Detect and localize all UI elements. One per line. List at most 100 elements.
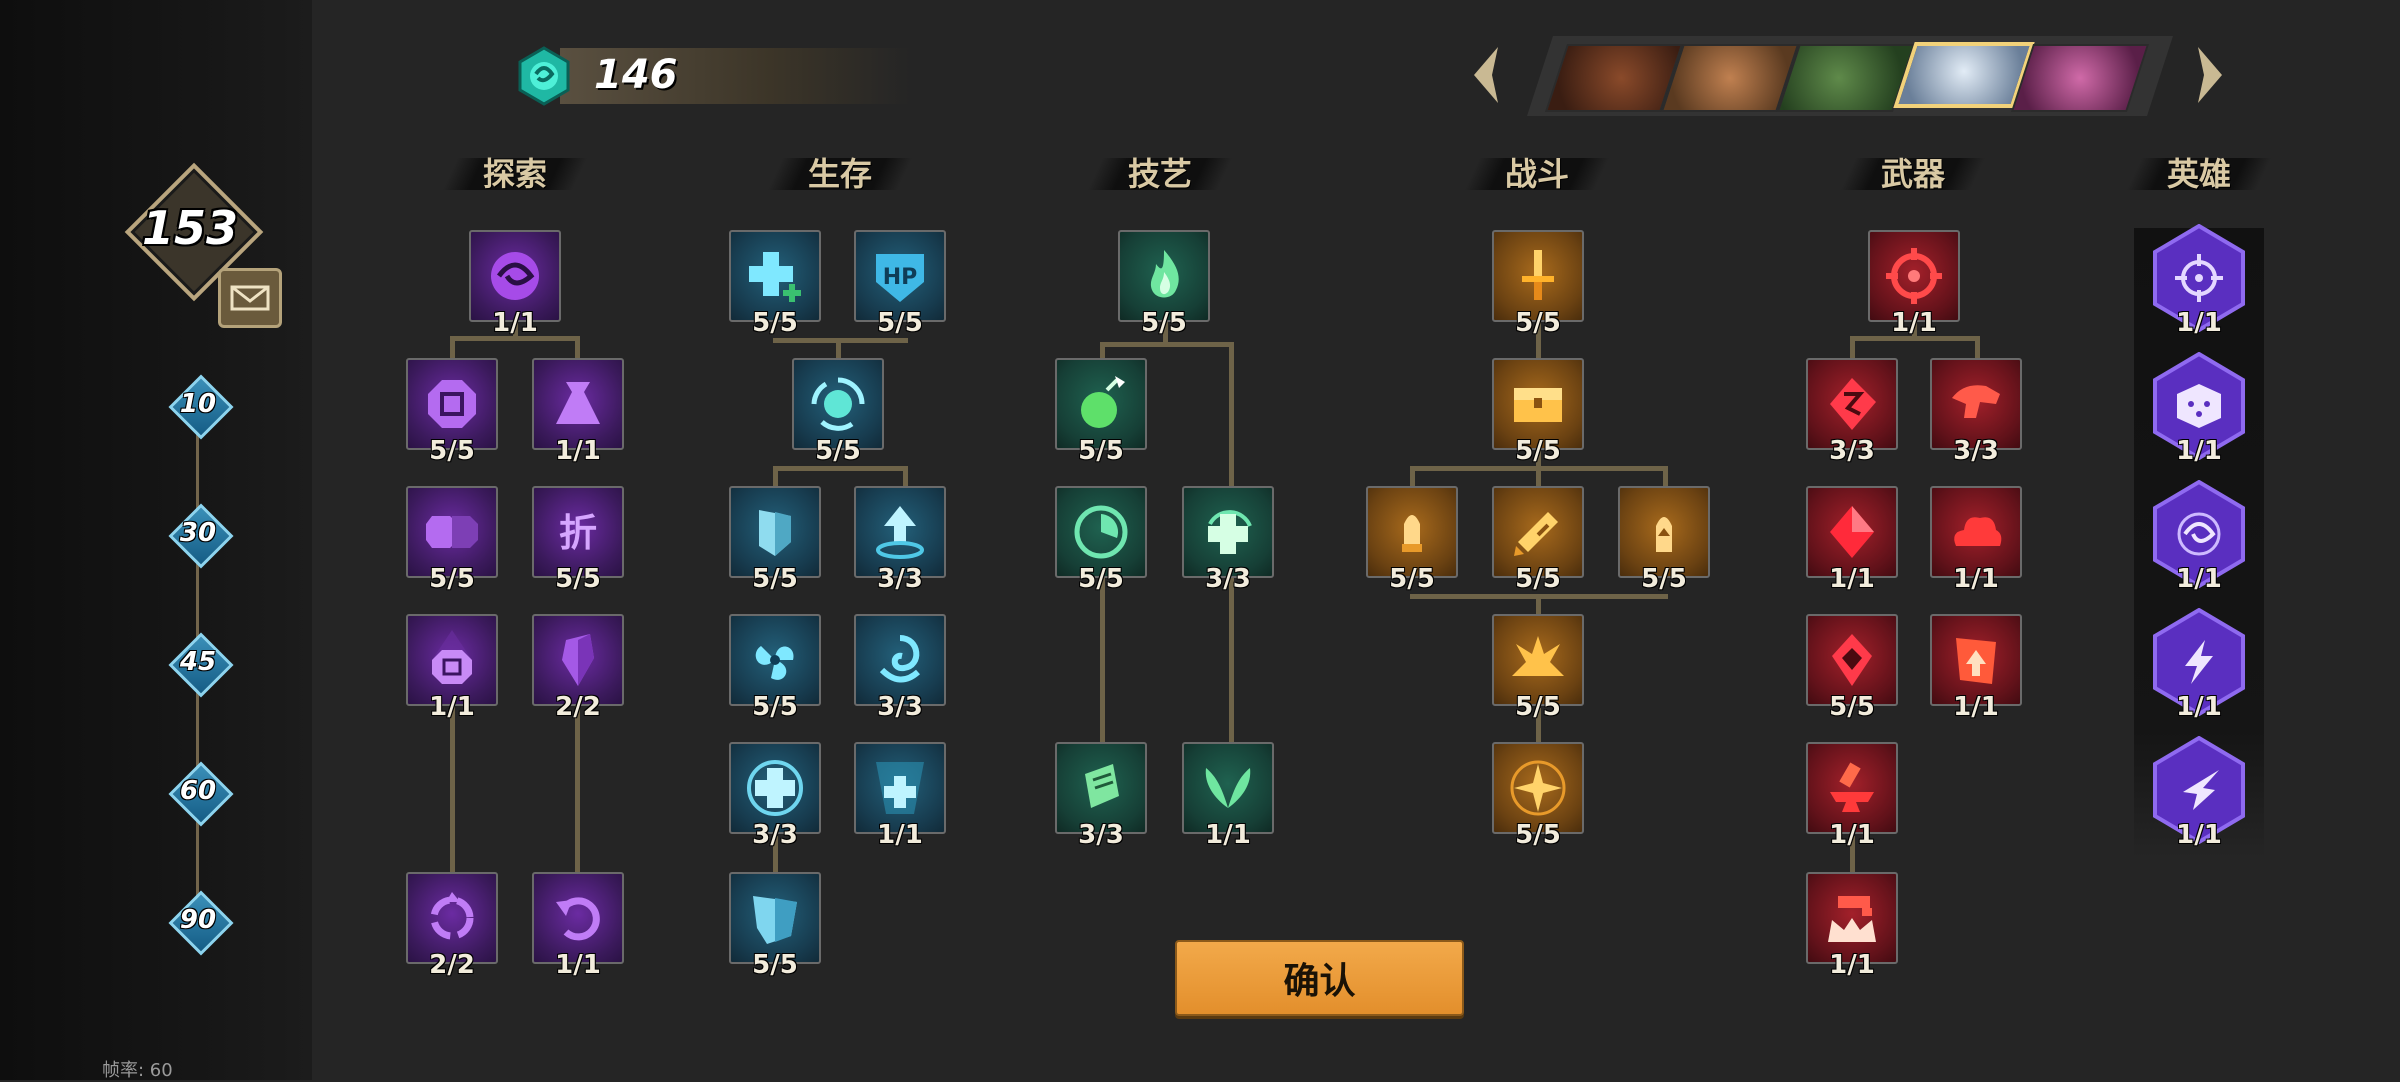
category-hero: 英雄 (2126, 150, 2272, 194)
skill-node-survive-9[interactable] (854, 742, 946, 834)
skill-node-survive-5[interactable] (854, 486, 946, 578)
skill-count: 5/5 (752, 692, 798, 722)
pistol-icon (1952, 385, 2000, 418)
skill-node-weapon-6[interactable] (1806, 614, 1898, 706)
skill-node-combat-1[interactable] (1492, 230, 1584, 322)
skill-node-survive-3[interactable] (792, 358, 884, 450)
hero-skill-1[interactable] (2151, 224, 2247, 332)
potion-bomb-icon (1081, 376, 1125, 428)
skill-count: 2/2 (429, 950, 475, 980)
spiral-icon (755, 646, 794, 680)
scroll-icon (1085, 764, 1119, 808)
skill-node-weapon-9[interactable] (1806, 872, 1898, 964)
skill-node-combat-6[interactable] (1492, 614, 1584, 706)
skill-node-craft-2[interactable] (1055, 358, 1147, 450)
skill-node-combat-3[interactable] (1366, 486, 1458, 578)
heal-plus-icon (749, 252, 801, 302)
skill-count: 1/1 (1205, 820, 1251, 850)
skill-count: 5/5 (1141, 308, 1187, 338)
hero-skill-5[interactable] (2151, 736, 2247, 844)
milestone-60[interactable]: 60 (166, 759, 234, 827)
skill-node-weapon-7[interactable] (1930, 614, 2022, 706)
skill-node-survive-4[interactable] (729, 486, 821, 578)
skill-count: 3/3 (752, 820, 798, 850)
skill-count: 5/5 (1641, 564, 1687, 594)
mail-button[interactable] (218, 268, 282, 328)
category-combat: 战斗 (1464, 150, 1610, 194)
target-icon (2175, 254, 2223, 302)
hero-skill-count: 1/1 (2176, 692, 2222, 722)
skill-node-combat-5[interactable] (1618, 486, 1710, 578)
skill-node-explore-6[interactable] (406, 614, 498, 706)
skill-node-combat-2[interactable] (1492, 358, 1584, 450)
milestone-30[interactable]: 30 (166, 501, 234, 569)
skill-count: 5/5 (752, 950, 798, 980)
skill-count: 1/1 (877, 820, 923, 850)
fps-label: 帧率: 60 (102, 1060, 173, 1081)
skill-node-craft-6[interactable] (1182, 742, 1274, 834)
hero-portrait-2[interactable] (1660, 44, 1800, 112)
next-hero-button[interactable] (2190, 45, 2230, 105)
skill-node-combat-7[interactable] (1492, 742, 1584, 834)
skill-node-explore-7[interactable] (532, 614, 624, 706)
hero-skill-3[interactable] (2151, 480, 2247, 588)
skill-node-craft-1[interactable] (1118, 230, 1210, 322)
skill-node-survive-10[interactable] (729, 872, 821, 964)
skill-node-explore-8[interactable] (406, 872, 498, 964)
hero-portrait-4-selected[interactable] (1893, 42, 2035, 108)
skill-node-craft-3[interactable] (1055, 486, 1147, 578)
wings-icon (1205, 768, 1251, 808)
skill-node-survive-8[interactable] (729, 742, 821, 834)
skill-count: 5/5 (1078, 564, 1124, 594)
anvil-hammer-icon (1830, 762, 1874, 812)
skill-count: 5/5 (752, 308, 798, 338)
spin-orb-icon (2177, 512, 2221, 556)
skill-count: 5/5 (877, 308, 923, 338)
skill-count: 5/5 (752, 564, 798, 594)
confirm-button[interactable]: 确认 (1175, 940, 1464, 1016)
skill-count: 5/5 (1515, 692, 1561, 722)
gem-currency-icon (518, 46, 570, 106)
skill-node-survive-1[interactable] (729, 230, 821, 322)
skill-node-weapon-1[interactable] (1868, 230, 1960, 322)
skill-node-explore-9[interactable] (532, 872, 624, 964)
skill-count: 1/1 (1829, 820, 1875, 850)
skill-node-weapon-8[interactable] (1806, 742, 1898, 834)
hero-skill-count: 1/1 (2176, 564, 2222, 594)
orb-cycle-icon (811, 377, 865, 431)
skill-node-craft-5[interactable] (1055, 742, 1147, 834)
bullet-icon (1402, 515, 1422, 552)
skill-node-survive-6[interactable] (729, 614, 821, 706)
skill-node-weapon-5[interactable] (1930, 486, 2022, 578)
hp-shield-icon: HP (876, 254, 924, 302)
skill-node-explore-3[interactable] (532, 358, 624, 450)
skill-node-weapon-4[interactable] (1806, 486, 1898, 578)
skill-count: 3/3 (1205, 564, 1251, 594)
refresh-cycle-icon (430, 892, 474, 940)
skill-node-weapon-3[interactable] (1930, 358, 2022, 450)
currency-value: 146 (594, 52, 678, 98)
skill-count: 5/5 (429, 564, 475, 594)
hero-skill-count: 1/1 (2176, 436, 2222, 466)
category-craft: 技艺 (1087, 150, 1233, 194)
milestone-10[interactable]: 10 (166, 372, 234, 440)
skill-node-survive-7[interactable] (854, 614, 946, 706)
hero-skill-4[interactable] (2151, 608, 2247, 716)
milestone-45[interactable]: 45 (166, 630, 234, 698)
skill-node-combat-4[interactable] (1492, 486, 1584, 578)
prev-hero-button[interactable] (1466, 45, 1506, 105)
reload-icon (1514, 512, 1558, 556)
skill-node-survive-2[interactable]: HP (854, 230, 946, 322)
skill-node-craft-4[interactable] (1182, 486, 1274, 578)
hero-portrait-5[interactable] (2010, 44, 2150, 112)
milestone-90[interactable]: 90 (166, 888, 234, 956)
armor-plate-icon (753, 896, 797, 944)
skill-node-explore-4[interactable] (406, 486, 498, 578)
skill-node-explore-2[interactable] (406, 358, 498, 450)
skill-count: 3/3 (877, 692, 923, 722)
hero-portrait-1[interactable] (1544, 44, 1684, 112)
skill-node-explore-1[interactable] (469, 230, 561, 322)
skill-node-explore-5[interactable]: 折 (532, 486, 624, 578)
skill-node-weapon-2[interactable] (1806, 358, 1898, 450)
hero-skill-2[interactable] (2151, 352, 2247, 460)
